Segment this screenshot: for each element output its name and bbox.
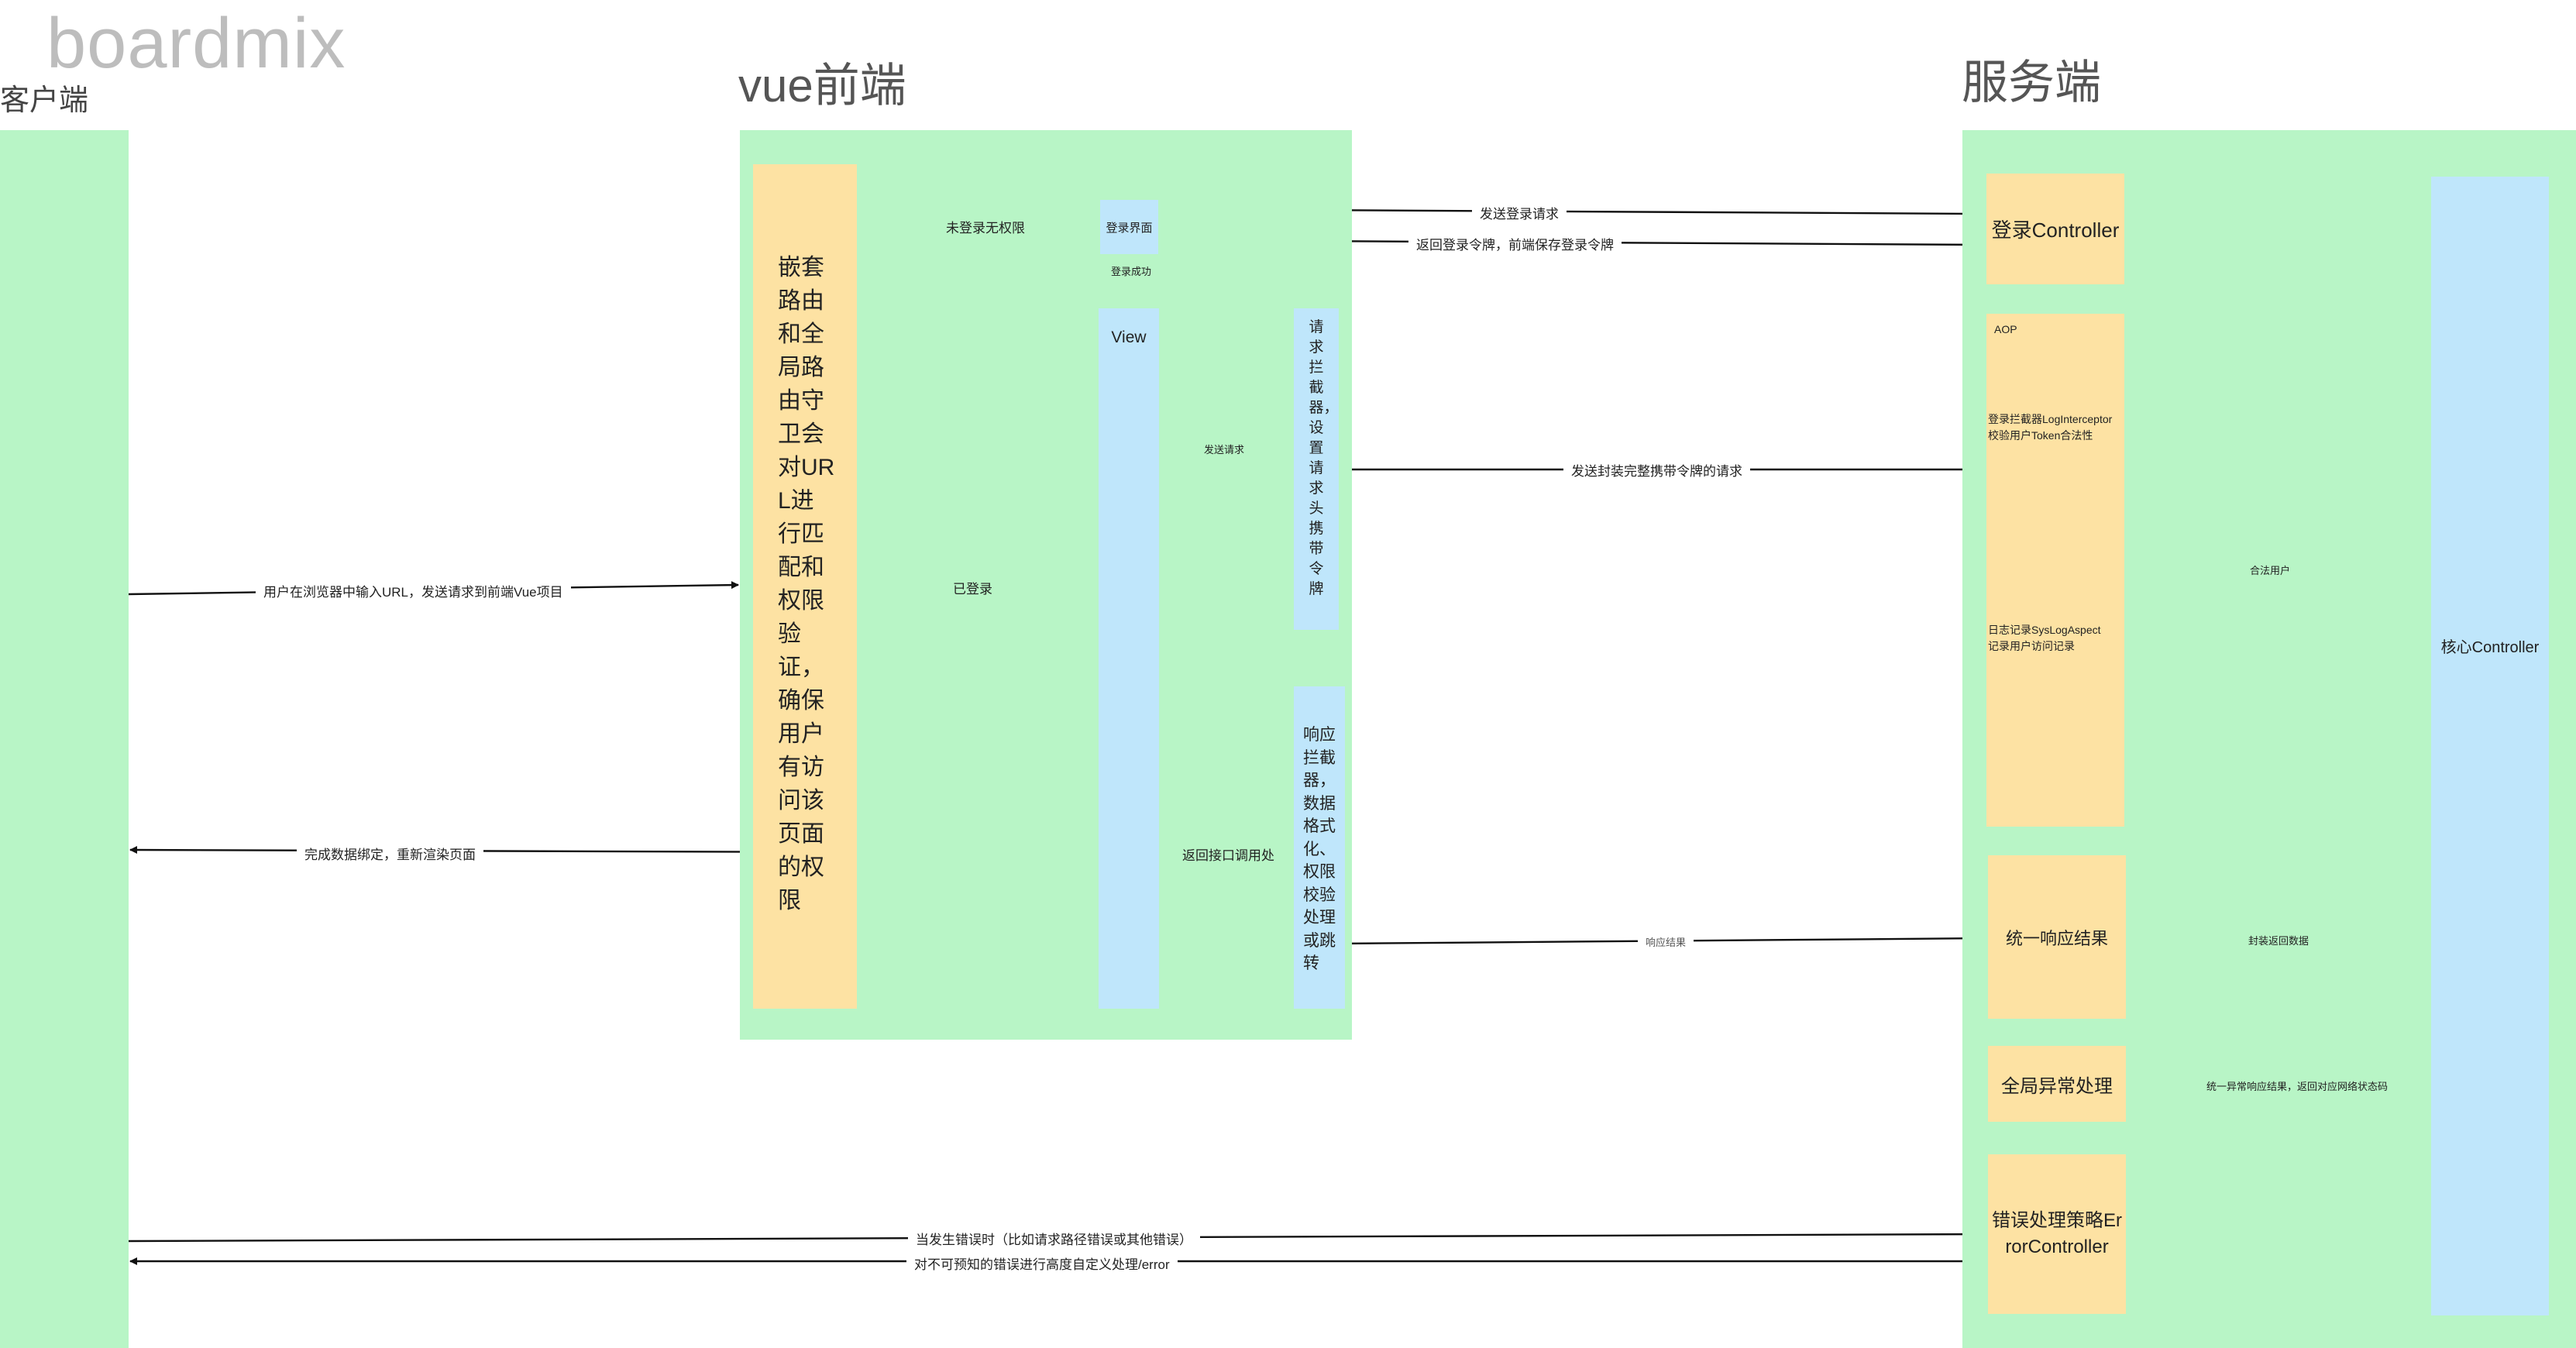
frontend-title: vue前端 [738,60,906,112]
edge-unified-exception-label: 统一异常响应结果，返回对应网络状态码 [2202,1078,2393,1093]
edge-return-call-label: 返回接口调用处 [1178,844,1279,864]
core-controller-label: 核心Controller [2440,638,2540,656]
router-guard-text: 嵌套路由和全局路由守卫会对URL进行匹配和权限验证，确保用户有访问该页面的权限 [778,255,835,913]
view-label: View [1111,328,1147,346]
edge-wrap-data-label: 封装返回数据 [2244,933,2314,947]
global-exception-box[interactable]: 全局异常处理 [1988,1046,2126,1122]
login-page-box[interactable]: 登录界面 [1100,200,1158,254]
aop-log-aspect: 日志记录SysLogAspect记录用户访问记录 [1988,624,2101,652]
aop-box[interactable]: AOP 登录拦截器LogInterceptor校验用户Token合法性 日志记录… [1986,314,2124,827]
aop-title: AOP [1994,323,2017,335]
login-page-label: 登录界面 [1106,221,1153,235]
edge-send-request-label: 发送请求 [1199,442,1250,456]
error-strategy-box[interactable]: 错误处理策略ErrorController [1988,1154,2126,1314]
global-exception-label: 全局异常处理 [2001,1075,2113,1097]
edge-response-result-label: 响应结果 [1638,934,1694,949]
login-controller-box[interactable]: 登录Controller [1986,174,2124,284]
response-interceptor-text: 响应拦截器，数据格式化、权限校验处理或跳转 [1303,726,1336,972]
edge-legal-user-label: 合法用户 [2245,562,2296,577]
response-interceptor-box[interactable]: 响应拦截器，数据格式化、权限校验处理或跳转 [1294,686,1345,1009]
edge-send-login-label: 发送登录请求 [1472,203,1567,222]
edge-front-to-client-label: 完成数据绑定，重新渲染页面 [297,844,483,863]
edge-client-to-front-label: 用户在浏览器中输入URL，发送请求到前端Vue项目 [256,581,571,600]
boardmix-watermark-top: boardmix [46,4,346,83]
aop-login-interceptor: 登录拦截器LogInterceptor校验用户Token合法性 [1988,413,2113,442]
unified-response-label: 统一响应结果 [2005,928,2108,948]
edge-send-wrapped-label: 发送封装完整携带令牌的请求 [1563,460,1750,480]
edge-unauthorized-label: 未登录无权限 [941,217,1030,236]
backend-title: 服务端 [1962,57,2101,108]
core-controller-box[interactable]: 核心Controller [2431,177,2549,1315]
client-lane [0,130,129,1348]
unified-response-box[interactable]: 统一响应结果 [1988,855,2126,1019]
edge-error-custom-label: 对不可预知的错误进行高度自定义处理/error [906,1253,1178,1273]
request-interceptor-text: 请求拦截器，设置请求头携带令牌 [1309,319,1339,597]
edge-logged-in-label: 已登录 [948,578,997,597]
login-success-label: 登录成功 [1106,263,1157,278]
client-title: 客户端 [0,84,89,117]
edge-return-token-label: 返回登录令牌，前端保存登录令牌 [1408,234,1622,253]
edge-error-occurs-label: 当发生错误时（比如请求路径错误或其他错误） [908,1229,1200,1248]
error-strategy-label: 错误处理策略ErrorController [1992,1210,2122,1257]
login-controller-label: 登录Controller [1991,218,2120,242]
router-guard-box[interactable]: 嵌套路由和全局路由守卫会对URL进行匹配和权限验证，确保用户有访问该页面的权限 [753,164,857,1009]
request-interceptor-box[interactable]: 请求拦截器，设置请求头携带令牌 [1294,308,1339,630]
view-box[interactable]: View [1099,308,1159,1009]
